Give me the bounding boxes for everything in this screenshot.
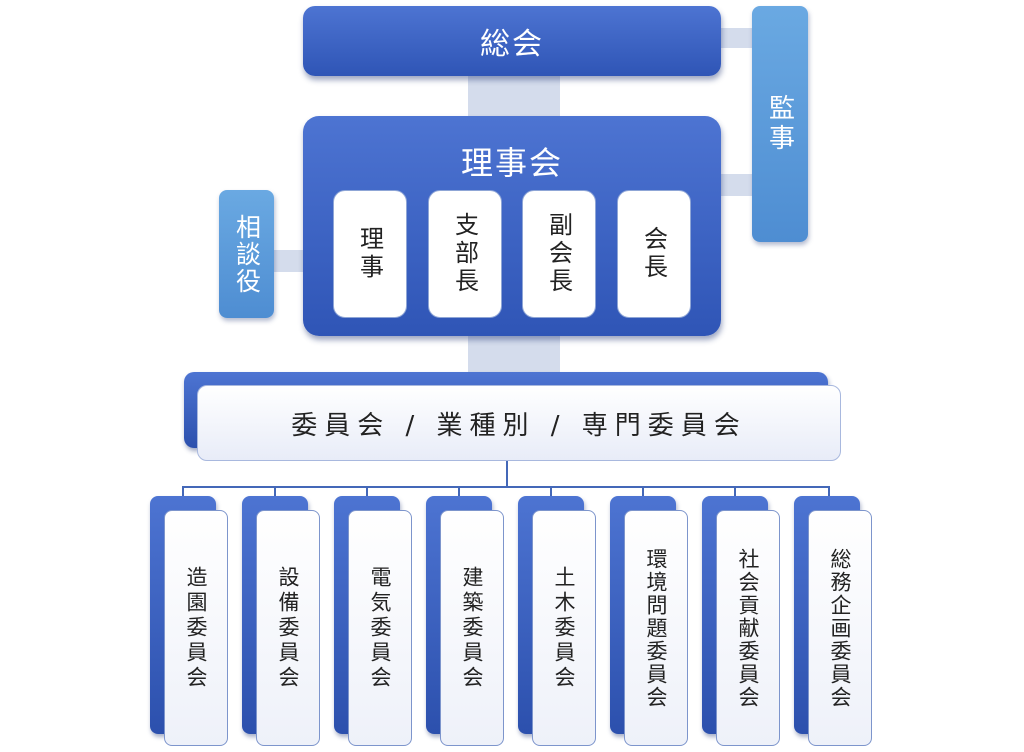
tree-drop bbox=[366, 486, 368, 498]
tree-drop bbox=[550, 486, 552, 498]
tree-drop bbox=[828, 486, 830, 498]
board-member-director: 理事 bbox=[333, 190, 407, 318]
tree-drop bbox=[734, 486, 736, 498]
connector-assembly-board bbox=[468, 76, 560, 118]
committee-environment: 環境問題委員会 bbox=[624, 510, 688, 746]
advisor-label: 相談役 bbox=[232, 213, 262, 295]
committee-electrical: 電気委員会 bbox=[348, 510, 412, 746]
general-assembly-label: 総会 bbox=[480, 27, 544, 62]
tree-drop bbox=[274, 486, 276, 498]
board-member-branch-head: 支部長 bbox=[428, 190, 502, 318]
tree-drop bbox=[182, 486, 184, 498]
committee-header: 委員会 / 業種別 / 専門委員会 bbox=[197, 385, 841, 461]
advisor-box: 相談役 bbox=[219, 190, 274, 318]
general-assembly-box: 総会 bbox=[303, 6, 721, 76]
board-title: 理事会 bbox=[460, 144, 563, 182]
committee-civil-engineering: 土木委員会 bbox=[532, 510, 596, 746]
auditor-box: 監事 bbox=[752, 6, 808, 242]
connector-board-auditor bbox=[720, 174, 754, 196]
connector-board-committees bbox=[468, 336, 560, 376]
committee-social-contribution: 社会貢献委員会 bbox=[716, 510, 780, 746]
connector-advisor-board bbox=[272, 250, 304, 272]
tree-trunk bbox=[506, 461, 508, 487]
tree-bus bbox=[182, 486, 830, 488]
tree-drop bbox=[642, 486, 644, 498]
auditor-label: 監事 bbox=[764, 94, 795, 154]
committee-header-label: 委員会 / 業種別 / 専門委員会 bbox=[291, 410, 747, 441]
committee-construction: 建築委員会 bbox=[440, 510, 504, 746]
committee-landscaping: 造園委員会 bbox=[164, 510, 228, 746]
committee-equipment: 設備委員会 bbox=[256, 510, 320, 746]
board-member-vice-chair: 副会長 bbox=[522, 190, 596, 318]
board-member-chair: 会長 bbox=[617, 190, 691, 318]
connector-assembly-auditor bbox=[720, 28, 754, 48]
committee-general-planning: 総務企画委員会 bbox=[808, 510, 872, 746]
tree-drop bbox=[458, 486, 460, 498]
